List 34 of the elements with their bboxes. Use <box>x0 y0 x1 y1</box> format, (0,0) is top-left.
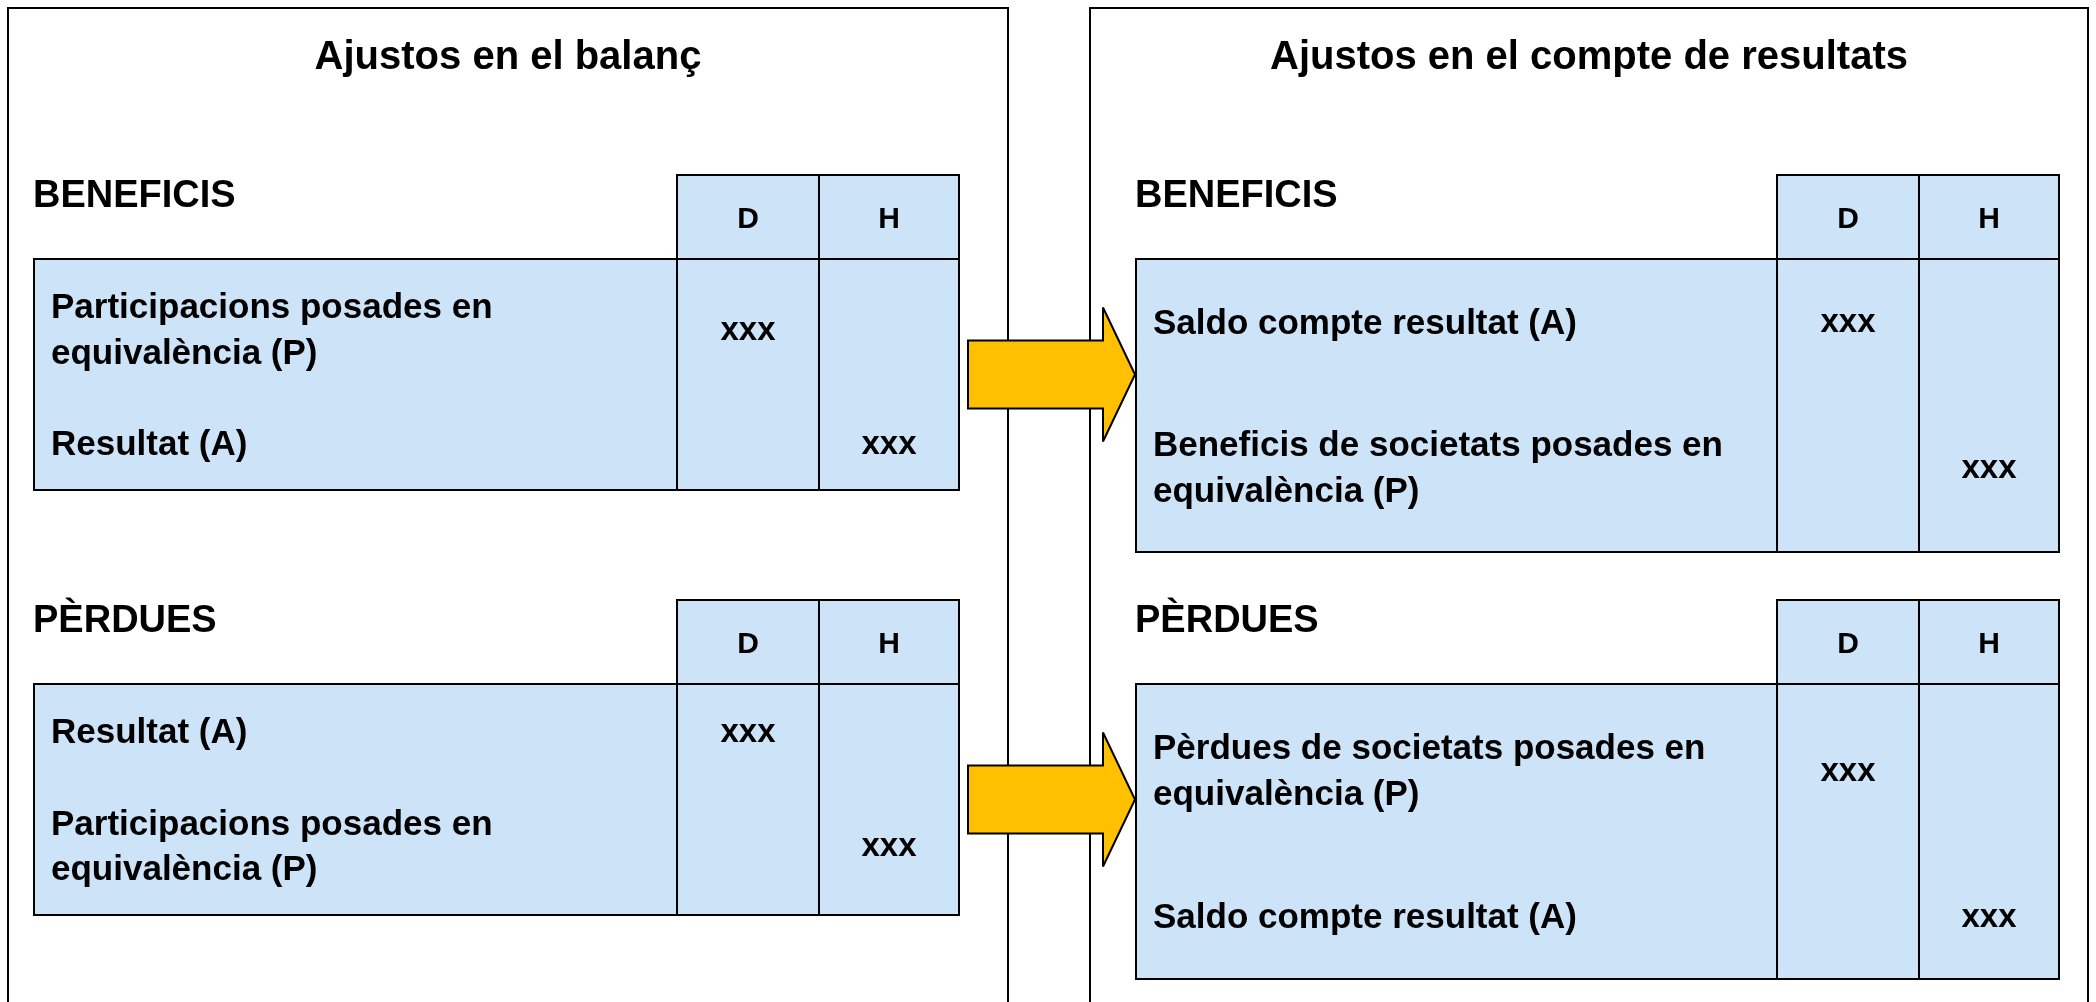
column-header: H <box>818 599 960 685</box>
amount-value: xxx <box>1961 897 2017 936</box>
column-header: D <box>676 599 820 685</box>
account-entry: Beneficis de societats posades en equivalència (P) <box>1153 423 1724 511</box>
amount-value: xxx <box>720 711 776 750</box>
column-header: D <box>1776 174 1920 260</box>
column-header: H <box>1918 599 2060 685</box>
amount-value: xxx <box>861 826 917 865</box>
amount-value: xxx <box>1820 302 1876 341</box>
column-header: H <box>1918 174 2060 260</box>
section-heading: PÈRDUES <box>1135 599 1319 641</box>
section-heading: BENEFICIS <box>1135 174 1338 216</box>
account-entry: Participacions posades en equivalència (P) <box>51 285 494 373</box>
panel-title: Ajustos en el compte de resultats <box>1269 32 1909 79</box>
panel <box>7 7 1009 1002</box>
amount-value: xxx <box>861 424 917 463</box>
section-heading: PÈRDUES <box>33 599 217 641</box>
amount-value: xxx <box>1961 447 2017 486</box>
account-entry: Resultat (A) <box>51 710 248 753</box>
panel <box>1089 7 2089 1002</box>
block-arrow <box>967 306 1137 443</box>
account-entry: Participacions posades en equivalència (P) <box>51 801 494 890</box>
column-header: H <box>818 174 960 260</box>
amount-value: xxx <box>1820 750 1876 789</box>
section-heading: BENEFICIS <box>33 174 236 216</box>
block-arrow <box>967 731 1137 868</box>
account-entry: Resultat (A) <box>51 422 248 465</box>
account-entry: Saldo compte resultat (A) <box>1153 300 1577 343</box>
account-entry: Saldo compte resultat (A) <box>1153 895 1577 938</box>
amount-value: xxx <box>720 309 776 348</box>
column-header: D <box>676 174 820 260</box>
panel-title: Ajustos en el balanç <box>313 32 703 79</box>
column-header: D <box>1776 599 1920 685</box>
account-entry: Pèrdues de societats posades en equivalència (P) <box>1153 726 1707 814</box>
